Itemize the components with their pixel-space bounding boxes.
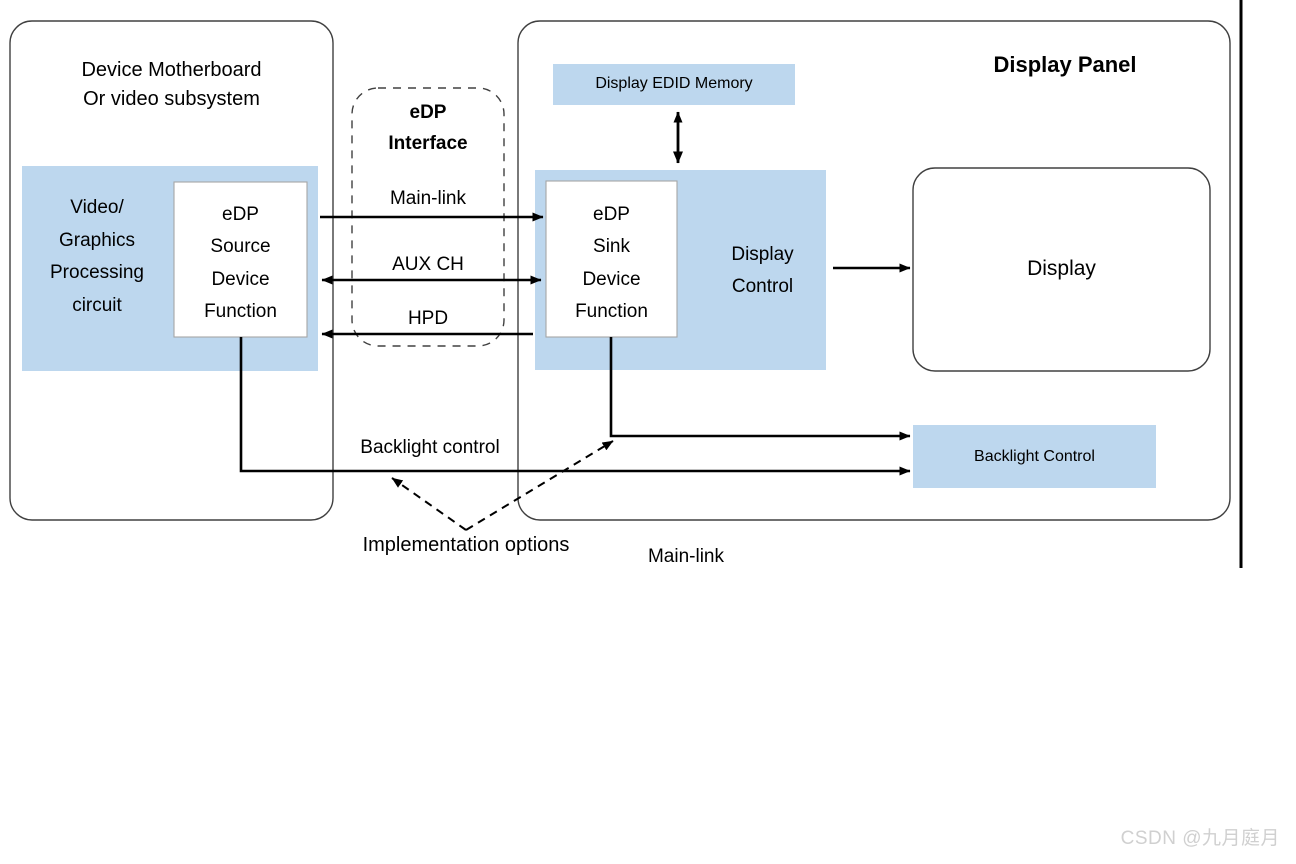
- signal-label-main-link: Main-link: [389, 188, 467, 209]
- display-control-label-line1: Display: [731, 244, 794, 265]
- annotation-backlight-control: Backlight control: [360, 437, 500, 458]
- edp-source-label-line2: Source: [210, 236, 271, 257]
- leader-implementation-right: [465, 440, 614, 531]
- backlight-control-block: [913, 425, 1156, 488]
- display-control-label-line2: Control: [731, 276, 794, 297]
- edp-source-label-line4: Function: [204, 301, 277, 322]
- video-graphics-label-line4: circuit: [72, 295, 122, 316]
- signal-label-hpd: HPD: [407, 308, 449, 329]
- edid-memory-block: [553, 64, 795, 105]
- video-graphics-label-line1: Video/: [70, 197, 124, 218]
- motherboard-title-line2: Or video subsystem: [83, 88, 260, 110]
- arrow-sink-to-backlight: [609, 337, 911, 441]
- edp-sink-label-line4: Function: [575, 301, 648, 322]
- edp-interface-title-line1: eDP: [409, 102, 447, 123]
- annotation-main-link-bottom: Main-link: [647, 546, 725, 567]
- edp-source-label-line3: Device: [211, 269, 270, 290]
- edp-interface-title-line2: Interface: [388, 133, 468, 154]
- display-block: [912, 167, 1211, 372]
- edp-source-label-line1: eDP: [222, 204, 259, 225]
- video-graphics-label-line2: Graphics: [58, 230, 136, 251]
- display-label: Display: [1027, 257, 1096, 280]
- csdn-watermark: CSDN @九月庭月: [1120, 828, 1280, 849]
- display-panel-container: [517, 20, 1231, 521]
- display-panel-title: Display Panel: [993, 52, 1137, 77]
- annotation-implementation-options: Implementation options: [362, 534, 570, 556]
- backlight-control-block-label: Backlight Control: [974, 448, 1095, 465]
- edid-memory-label: Display EDID Memory: [595, 75, 753, 92]
- video-graphics-label-line3: Processing: [50, 262, 144, 283]
- edp-sink-label-line2: Sink: [593, 236, 630, 257]
- arrow-source-to-backlight: [239, 337, 911, 476]
- edp-sink-label-line1: eDP: [593, 204, 630, 225]
- edp-sink-block: [545, 180, 678, 338]
- motherboard-title-line1: Device Motherboard: [81, 59, 262, 81]
- edp-sink-label-line3: Device: [582, 269, 641, 290]
- signal-label-aux-ch: AUX CH: [392, 254, 464, 275]
- leader-implementation-left: [391, 477, 467, 531]
